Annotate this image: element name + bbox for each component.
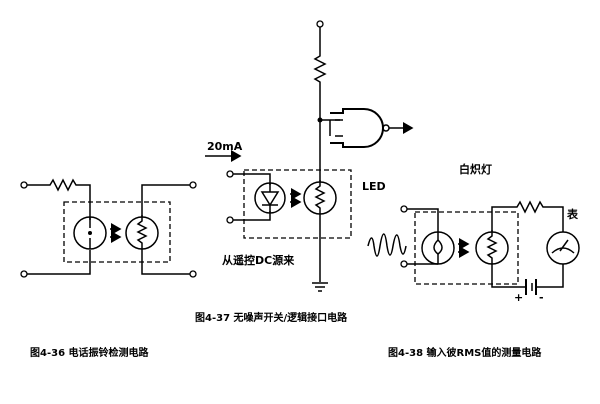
output-wire-top xyxy=(141,184,190,217)
input-terminal-bottom xyxy=(226,216,234,224)
led-label: LED xyxy=(362,180,386,193)
fig-4-38-rms-meter: 白炽灯 表 xyxy=(367,162,580,359)
pullup-resistor xyxy=(313,27,327,120)
led-bottom-wire xyxy=(233,211,271,221)
input-resistor xyxy=(27,178,91,220)
lamp-label: 白炽灯 xyxy=(459,162,492,176)
nand-gate-icon xyxy=(329,108,414,148)
source-label: 从遥控DC源来 xyxy=(222,253,295,267)
light-arrows-icon xyxy=(458,238,470,258)
current-label: 20mA xyxy=(207,140,243,153)
fig38-caption: 图4-38 输入彼RMS值的测量电路 xyxy=(388,346,542,359)
ground-icon xyxy=(312,282,328,292)
battery-icon xyxy=(525,279,537,295)
fig-4-36-ring-detector: 图4-36 电话振铃检测电路 xyxy=(20,178,197,359)
terminal-top-left xyxy=(20,181,28,189)
plus-label: + xyxy=(514,291,523,304)
input-terminal-top xyxy=(226,170,234,178)
series-resistor xyxy=(491,200,564,232)
light-arrows-icon xyxy=(110,223,122,243)
supply-terminal xyxy=(316,20,324,28)
photoresistor-icon xyxy=(125,215,159,250)
neon-lamp-icon xyxy=(73,216,107,250)
input-terminal-bottom xyxy=(400,260,408,268)
led-icon xyxy=(254,182,286,214)
battery-right-wire xyxy=(537,264,564,288)
incandescent-lamp-icon xyxy=(421,231,455,265)
minus-label: - xyxy=(539,291,544,304)
lamp-top-wire xyxy=(407,208,439,232)
battery-left-wire xyxy=(491,264,525,288)
input-terminal-top xyxy=(400,205,408,213)
optocoupler-box xyxy=(243,169,352,239)
optocoupler-box xyxy=(414,211,519,285)
fig37-caption: 图4-37 无噪声开关/逻辑接口电路 xyxy=(195,311,348,324)
terminal-bottom-right xyxy=(189,270,197,278)
output-wire-bottom xyxy=(141,249,190,275)
light-arrows-icon xyxy=(290,188,302,208)
current-arrow: 20mA xyxy=(205,140,243,162)
input-waveform-icon xyxy=(367,233,407,257)
meter-label: 表 xyxy=(566,207,579,221)
fig36-caption: 图4-36 电话振铃检测电路 xyxy=(30,346,150,359)
photoresistor-icon xyxy=(303,180,337,215)
terminal-bottom-left xyxy=(20,270,28,278)
optocoupler-box xyxy=(63,201,171,263)
photoresistor-icon xyxy=(475,230,509,265)
terminal-top-right xyxy=(189,181,197,189)
bottom-left-wire xyxy=(27,250,91,275)
led-top-wire xyxy=(233,173,271,185)
meter-icon xyxy=(546,231,580,265)
fig-4-37-logic-interface: 20mA LED 从遥控DC源来 xyxy=(195,20,414,324)
